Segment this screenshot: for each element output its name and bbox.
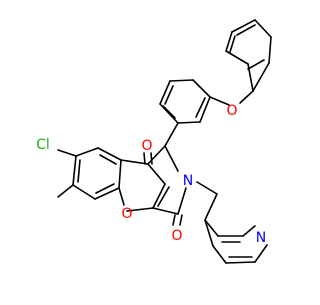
bond [254, 244, 268, 263]
bond [239, 90, 254, 104]
bond [120, 159, 149, 165]
bond [157, 186, 170, 207]
bond [159, 103, 179, 124]
bond [268, 36, 272, 64]
bond [150, 152, 153, 165]
bond [179, 214, 183, 226]
molecule-structure: Cl O O O O N N [36, 19, 272, 264]
bond [247, 59, 265, 70]
bond [242, 225, 256, 237]
bond [97, 147, 122, 161]
bond [177, 121, 201, 124]
ether-oxygen-label: O [226, 103, 237, 119]
bond [199, 96, 211, 123]
bond [204, 219, 219, 237]
structure-canvas: Cl O O O O N N [36, 19, 272, 264]
bond [152, 183, 166, 209]
bond [147, 145, 166, 165]
bond [204, 219, 214, 247]
bond [212, 245, 227, 264]
bond [225, 31, 233, 52]
bond [95, 183, 115, 194]
bond [164, 122, 179, 147]
bond [225, 261, 256, 264]
bond [225, 50, 249, 65]
ketone-oxygen-label: O [141, 138, 152, 154]
bond [164, 145, 179, 172]
lactam-nitrogen-label: N [183, 173, 193, 189]
bond [231, 19, 256, 33]
bond [192, 79, 211, 98]
bond [94, 187, 120, 200]
bond [126, 207, 154, 212]
chlorine-atom-label: Cl [36, 137, 50, 153]
bond [72, 155, 77, 186]
bond [57, 184, 74, 198]
bond [204, 193, 218, 221]
bond [229, 35, 236, 53]
bond [172, 214, 176, 226]
bond [77, 159, 81, 183]
bond [57, 149, 77, 157]
bond [118, 159, 122, 189]
bond [164, 85, 174, 105]
ring-oxygen-label: O [121, 206, 132, 222]
bond [196, 181, 218, 195]
bond [118, 187, 125, 206]
atom-labels: Cl O O O O N N [36, 103, 266, 246]
pyridine-nitrogen-label: N [256, 230, 266, 246]
bond [75, 147, 99, 157]
bond [169, 79, 194, 82]
bond [195, 97, 206, 118]
bond [99, 154, 117, 165]
lactam-oxygen-label: O [171, 228, 182, 244]
bond [72, 184, 96, 200]
bond-group [57, 19, 272, 264]
bond [209, 96, 230, 106]
bond [254, 19, 272, 38]
bond [177, 187, 187, 215]
bond [143, 152, 146, 165]
bond [162, 105, 176, 119]
bond [159, 80, 171, 105]
bond [152, 207, 179, 215]
bond [252, 62, 270, 92]
bond [236, 24, 256, 36]
bond [147, 163, 166, 185]
